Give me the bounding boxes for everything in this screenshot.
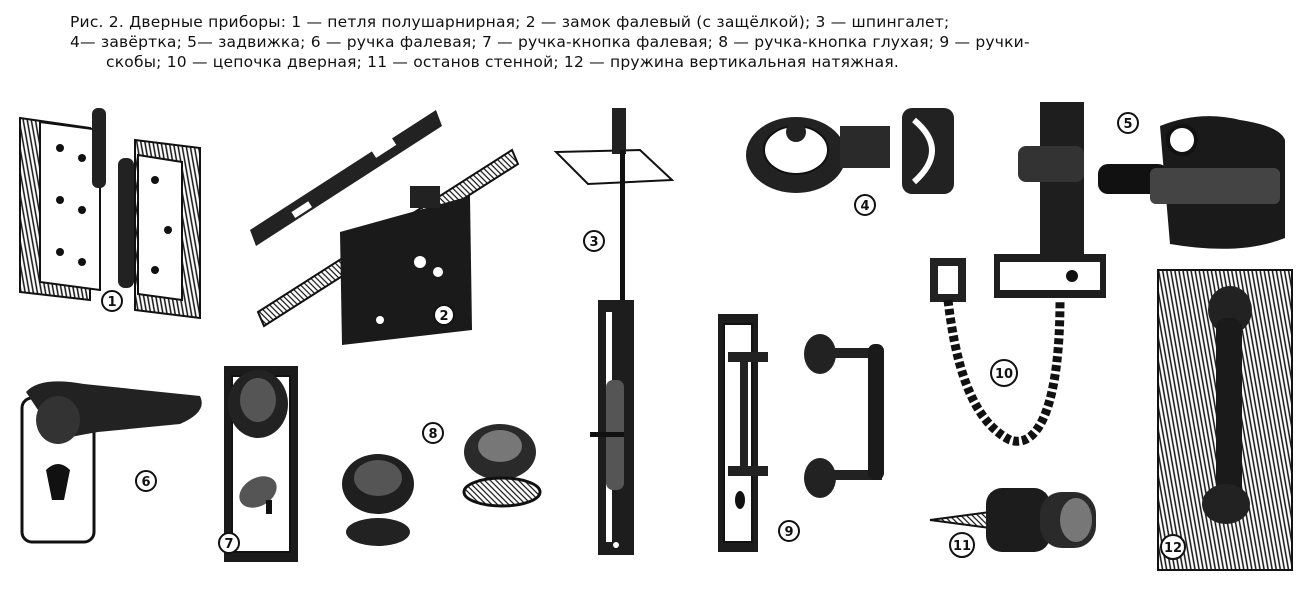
caption-line-1: Рис. 2. Дверные приборы: 1 — петля полуш… [70,13,950,31]
item-espagnolette [553,108,675,555]
item-door-stop [929,488,1096,552]
callout-label: 12 [1164,541,1182,556]
item-lever-handle [20,381,202,544]
callout-9: 9 [778,520,800,542]
callout-label: 4 [860,199,869,214]
callout-4: 4 [854,194,876,216]
callout-1: 1 [101,290,123,312]
caption-line-2: 4— завёртка; 5— задвижка; 6 — ручка фале… [70,33,1030,51]
item-blind-knob [342,424,542,546]
callout-3: 3 [583,230,605,252]
callout-label: 10 [995,367,1013,382]
callout-label: 1 [107,295,116,310]
callout-label: 8 [428,427,437,442]
callout-12: 12 [1160,534,1186,560]
item-mortise-lock [250,110,520,345]
caption-line-3: скобы; 10 — цепочка дверная; 11 — остано… [106,53,899,71]
callout-7: 7 [218,532,240,554]
item-hinge [19,108,201,320]
item-door-spring [1157,269,1293,571]
callout-label: 9 [784,525,793,540]
item-knob-handle [224,366,298,562]
callout-label: 3 [589,235,598,250]
item-turn-knob [746,108,954,194]
callout-6: 6 [135,470,157,492]
item-slide-bolt [1018,102,1285,254]
callout-label: 11 [953,539,971,554]
item-pull-handles [718,314,884,552]
callout-label: 7 [224,537,233,552]
callout-label: 6 [141,475,150,490]
callout-5: 5 [1117,112,1139,134]
callout-8: 8 [422,422,444,444]
item-door-chain [930,254,1106,446]
callout-11: 11 [949,532,975,558]
callout-10: 10 [990,359,1018,387]
callout-label: 2 [439,309,448,324]
figure-caption: Рис. 2. Дверные приборы: 1 — петля полуш… [70,12,1240,72]
callout-label: 5 [1123,117,1132,132]
callout-2: 2 [433,304,455,326]
